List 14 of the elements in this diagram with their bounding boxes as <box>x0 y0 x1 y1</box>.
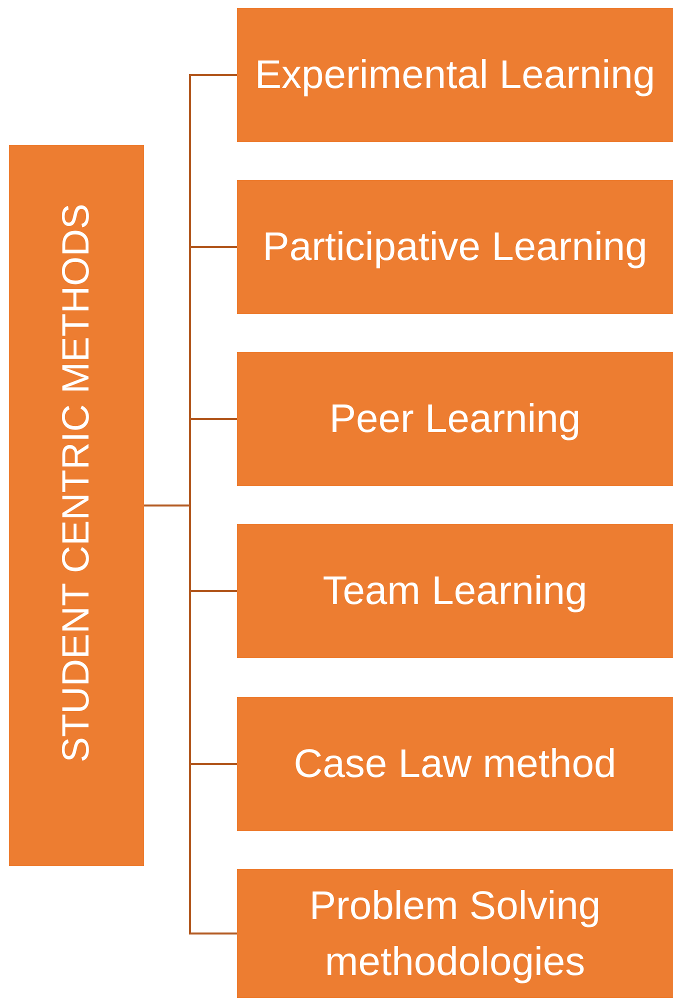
method-box <box>237 352 673 486</box>
method-label: Problem Solving methodologies <box>308 882 602 986</box>
method-label: Experimental Learning <box>254 52 656 99</box>
method-label: Participative Learning <box>262 224 648 271</box>
method-box <box>237 180 673 314</box>
method-label: Case Law method <box>294 741 616 788</box>
method-box <box>237 524 673 658</box>
category-label: STUDENT CENTRIC METHODS <box>54 202 98 764</box>
method-label: Team Learning <box>322 568 588 615</box>
method-label: Peer Learning <box>329 396 581 443</box>
method-box <box>237 8 673 142</box>
category-box <box>9 145 144 866</box>
method-box <box>237 869 673 998</box>
method-box <box>237 697 673 831</box>
